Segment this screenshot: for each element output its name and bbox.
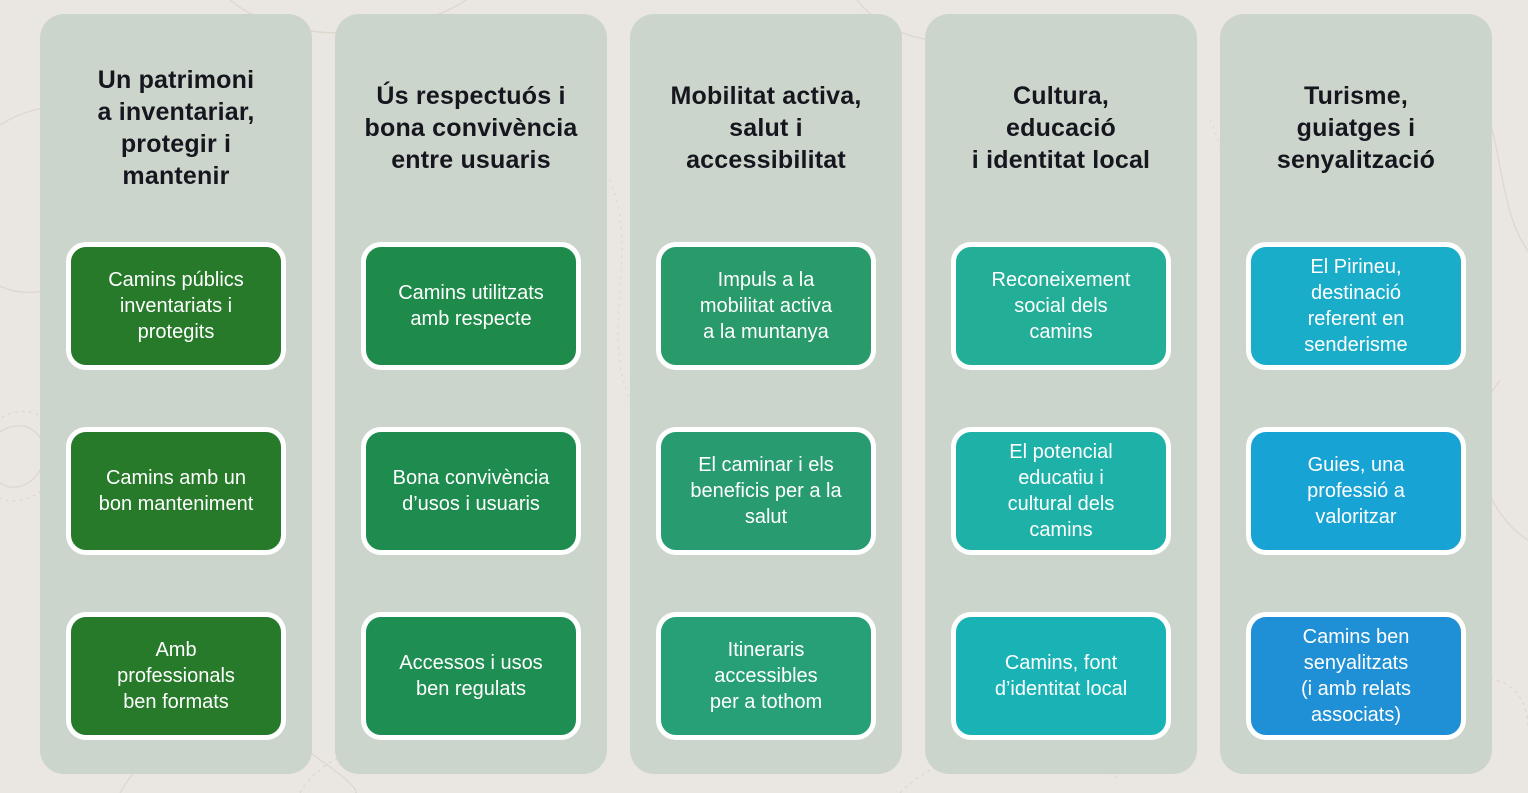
objective-card: Camins, font d’identitat local bbox=[951, 612, 1171, 740]
objective-card: Camins amb un bon manteniment bbox=[66, 427, 286, 555]
pillar-title: Un patrimoni a inventariar, protegir i m… bbox=[97, 66, 255, 190]
objective-card: Camins utilitzats amb respecte bbox=[361, 242, 581, 370]
objective-card: Itineraris accessibles per a tothom bbox=[656, 612, 876, 740]
strategy-pillars-board: Un patrimoni a inventariar, protegir i m… bbox=[40, 14, 1492, 774]
pillar-cards: Impuls a la mobilitat activa a la muntan… bbox=[656, 242, 876, 740]
objective-card: Guies, una professió a valoritzar bbox=[1246, 427, 1466, 555]
objective-card: Camins públics inventariats i protegits bbox=[66, 242, 286, 370]
objective-card: Amb professionals ben formats bbox=[66, 612, 286, 740]
pillar-title: Ús respectuós i bona convivència entre u… bbox=[364, 82, 578, 174]
pillar-column-cultura: Cultura, educació i identitat local Reco… bbox=[925, 14, 1197, 774]
pillar-cards: Camins utilitzats amb respecte Bona conv… bbox=[361, 242, 581, 740]
objective-card: Accessos i usos ben regulats bbox=[361, 612, 581, 740]
objective-card: Reconeixement social dels camins bbox=[951, 242, 1171, 370]
pillar-title: Mobilitat activa, salut i accessibilitat bbox=[670, 82, 862, 174]
pillar-column-us-respectuos: Ús respectuós i bona convivència entre u… bbox=[335, 14, 607, 774]
objective-card: El Pirineu, destinació referent en sende… bbox=[1246, 242, 1466, 370]
pillar-column-patrimoni: Un patrimoni a inventariar, protegir i m… bbox=[40, 14, 312, 774]
pillar-cards: Camins públics inventariats i protegits … bbox=[66, 242, 286, 740]
pillar-column-mobilitat: Mobilitat activa, salut i accessibilitat… bbox=[630, 14, 902, 774]
objective-card: El caminar i els beneficis per a la salu… bbox=[656, 427, 876, 555]
objective-card: El potencial educatiu i cultural dels ca… bbox=[951, 427, 1171, 555]
pillar-cards: Reconeixement social dels camins El pote… bbox=[951, 242, 1171, 740]
objective-card: Camins ben senyalitzats (i amb relats as… bbox=[1246, 612, 1466, 740]
pillar-column-turisme: Turisme, guiatges i senyalització El Pir… bbox=[1220, 14, 1492, 774]
objective-card: Bona convivència d’usos i usuaris bbox=[361, 427, 581, 555]
pillar-cards: El Pirineu, destinació referent en sende… bbox=[1246, 242, 1466, 740]
objective-card: Impuls a la mobilitat activa a la muntan… bbox=[656, 242, 876, 370]
pillar-title: Cultura, educació i identitat local bbox=[971, 82, 1151, 174]
pillar-title: Turisme, guiatges i senyalització bbox=[1276, 82, 1436, 174]
